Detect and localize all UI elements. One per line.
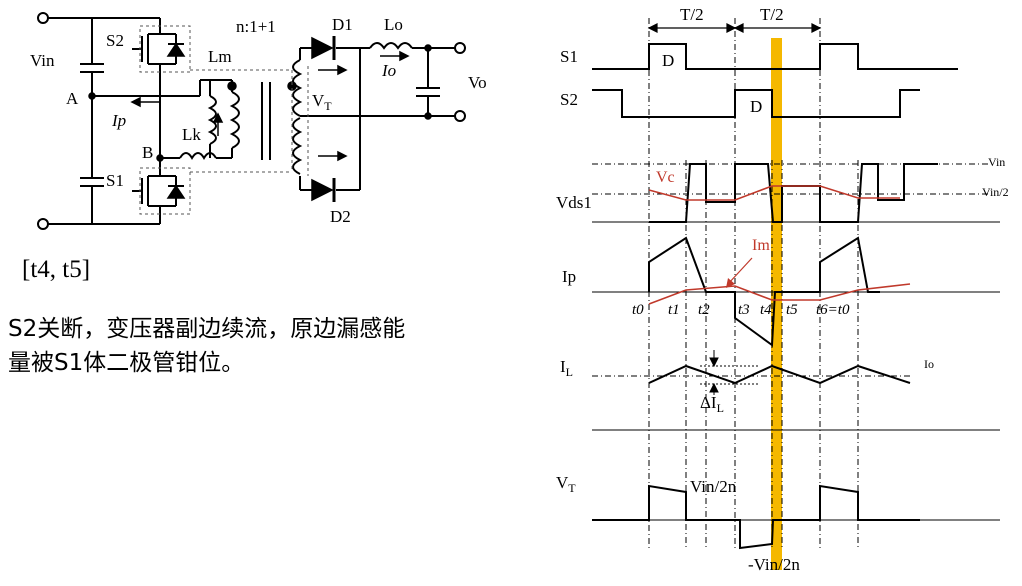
node-a-label: A (66, 89, 79, 108)
time-label: t3 (738, 302, 750, 318)
vc-label: Vc (656, 169, 675, 186)
time-labels: t0 t1 t2 t3 t4 t5 t6=t0 (632, 302, 850, 318)
vo-top-terminal (454, 42, 466, 54)
duty-s1-label: D (662, 51, 674, 70)
d1-diode (311, 36, 334, 60)
s1-dashed-box (139, 167, 191, 215)
d2-diode (311, 178, 334, 202)
s1-body-diode (166, 184, 186, 199)
vin-bottom-terminal (37, 218, 49, 230)
vt-negative-label: -Vin/2n (748, 555, 800, 574)
vds1-label: Vds1 (556, 193, 592, 212)
s2-waveform (592, 89, 920, 118)
vin-label: Vin (30, 51, 55, 70)
time-label: t2 (698, 302, 710, 318)
d2-label: D2 (330, 207, 351, 226)
node-b-label: B (142, 143, 153, 162)
s1-wave-label: S1 (560, 47, 578, 66)
time-label: t6=t0 (816, 302, 850, 318)
lk-label: Lk (182, 125, 201, 144)
lm-label: Lm (208, 47, 232, 66)
im-waveform (648, 283, 911, 305)
primary-dot (227, 81, 237, 91)
ip-waveform (648, 236, 880, 347)
time-label: t1 (668, 302, 680, 318)
duty-s2-label: D (750, 97, 762, 116)
il-label: IL (560, 357, 573, 379)
lo-label: Lo (384, 15, 403, 34)
vin-top-terminal (37, 12, 49, 24)
ip-label: Ip (111, 111, 126, 130)
s2-body-diode (166, 42, 186, 57)
circuit-diagram: Vin A B S2 S1 Lm Lk Ip n:1+1 D1 D2 Lo Io… (30, 12, 487, 230)
vin-half-level-label: Vin/2 (982, 185, 1009, 199)
s1-label: S1 (106, 171, 124, 190)
s1-waveform (592, 43, 958, 70)
s2-label: S2 (106, 31, 124, 50)
vc-waveform (648, 185, 900, 201)
description-line-2: 量被S1体二极管钳位。 (8, 350, 245, 376)
d1-label: D1 (332, 15, 353, 34)
ratio-label: n:1+1 (236, 17, 276, 36)
ip-wave-label: Ip (562, 267, 576, 286)
vo-label: Vo (468, 73, 487, 92)
s2-dashed-box (139, 25, 191, 73)
im-label: Im (752, 237, 770, 254)
vds1-waveform (649, 163, 938, 223)
time-label: t4 (760, 302, 772, 318)
io-label: Io (381, 61, 396, 80)
highlight-band (771, 38, 782, 570)
description-line-1: S2关断，变压器副边续流，原边漏感能 (8, 316, 406, 342)
io-level-label: Io (924, 357, 934, 371)
time-label: t5 (786, 302, 798, 318)
vt-positive-label: Vin/2n (690, 477, 737, 496)
waveform-diagram: T/2 T/2 S1 S2 D D Vds1 Ip IL VT Vin/2n -… (556, 5, 1009, 574)
delta-il-label: ΔIL (700, 393, 724, 415)
half-period-left-label: T/2 (680, 5, 704, 24)
vt-wave-label: VT (556, 473, 576, 495)
vt-waveform (592, 484, 920, 550)
vo-bottom-terminal (454, 110, 466, 122)
interval-label: [t4, t5] (22, 256, 91, 283)
vin-level-label: Vin (988, 155, 1005, 169)
vt-label: VT (312, 91, 332, 113)
half-period-right-label: T/2 (760, 5, 784, 24)
description-text: S2关断，变压器副边续流，原边漏感能 量被S1体二极管钳位。 (8, 312, 528, 380)
time-label: t0 (632, 302, 644, 318)
il-waveform (648, 364, 911, 385)
s2-wave-label: S2 (560, 90, 578, 109)
